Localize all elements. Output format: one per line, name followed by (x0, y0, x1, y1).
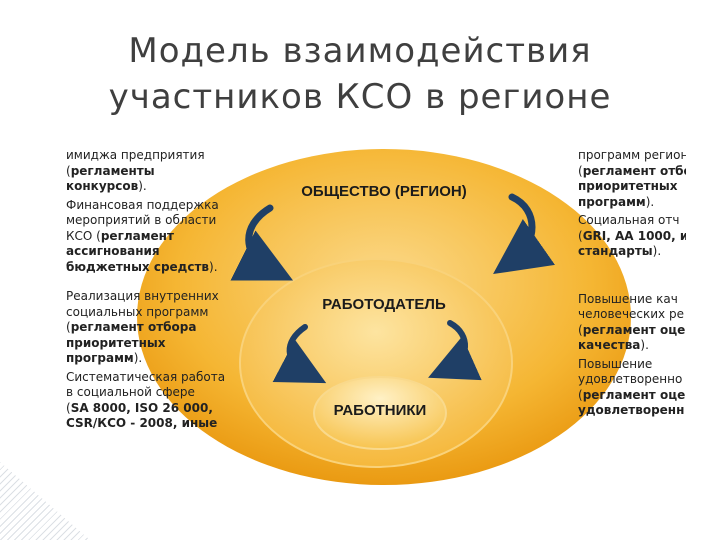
text-span: КСО ( (66, 229, 101, 243)
text-span-bold: программ (66, 351, 134, 365)
text-line: (регламент отбора (66, 320, 231, 336)
text-line: имиджа предприятия (66, 148, 231, 164)
outer-label: ОБЩЕСТВО (РЕГИОН) (301, 183, 466, 200)
text-span-bold: приоритетных (578, 179, 677, 193)
text-span-bold: бюджетных средств (66, 260, 209, 274)
text-span-bold: качества (578, 338, 640, 352)
text-line: ассигнования (66, 244, 231, 260)
text-line: (SA 8000, ISO 26 000, (66, 401, 231, 417)
text-line: мероприятий в области (66, 213, 231, 229)
left-text-column: имиджа предприятия (регламенты конкурсов… (66, 148, 231, 465)
left-item-0: имиджа предприятия (регламенты конкурсов… (66, 148, 231, 195)
text-span-bold: SA 8000, ISO 26 000, (71, 401, 213, 415)
left-item-2: • Реализация внутренних социальных прогр… (66, 289, 231, 367)
right-item-1: • Социальная отч (GRI, AA 1000, и станда… (578, 213, 686, 260)
text-span: ). (640, 338, 649, 352)
left-item-3: • Систематическая работа в социальной сф… (66, 370, 231, 432)
text-span: ). (653, 244, 662, 258)
text-line: Финансовая поддержка (66, 198, 231, 214)
text-line: программ). (578, 195, 686, 211)
text-line: человеческих ре (578, 307, 686, 323)
text-line: (регламент отбо (578, 164, 686, 180)
right-item-3: • Повышение удовлетворенно (регламент оц… (578, 357, 686, 419)
text-line: (GRI, AA 1000, и (578, 229, 686, 245)
text-span: ). (134, 351, 143, 365)
right-item-0: программ регион (регламент отбо приорите… (578, 148, 686, 210)
text-span: ). (646, 195, 655, 209)
text-line: Повышение кач (578, 292, 686, 308)
text-span-bold: GRI, AA 1000, и (583, 229, 686, 243)
text-line: бюджетных средств). (66, 260, 231, 276)
right-item-2: • Повышение кач человеческих ре (регламе… (578, 292, 686, 354)
text-span-bold: приоритетных (66, 336, 165, 350)
text-span-bold: регламент оце (583, 323, 686, 337)
text-line: конкурсов). (66, 179, 231, 195)
text-line: КСО (регламент (66, 229, 231, 245)
text-span: ). (138, 179, 147, 193)
text-line: качества). (578, 338, 686, 354)
text-line: приоритетных (578, 179, 686, 195)
text-line: социальных программ (66, 305, 231, 321)
text-line: стандарты). (578, 244, 686, 260)
text-span-bold: регламент отбо (583, 164, 686, 178)
text-span-bold: регламент отбора (71, 320, 197, 334)
right-text-column: программ регион (регламент отбо приорите… (578, 148, 686, 465)
text-span: ). (209, 260, 218, 274)
left-item-1: • Финансовая поддержка мероприятий в обл… (66, 198, 231, 276)
middle-label: РАБОТОДАТЕЛЬ (322, 296, 446, 313)
text-span-bold: регламент оце (583, 388, 686, 402)
text-line: Повышение (578, 357, 686, 373)
text-line: программ регион (578, 148, 686, 164)
text-span-bold: регламент (101, 229, 174, 243)
text-span-bold: конкурсов (66, 179, 138, 193)
text-span-bold: CSR/КСО - 2008, иные (66, 416, 217, 430)
text-span-bold: программ (578, 195, 646, 209)
text-span-bold: регламенты (71, 164, 155, 178)
text-line: (регламенты (66, 164, 231, 180)
text-line: удовлетворенн (578, 403, 686, 419)
text-line: Реализация внутренних (66, 289, 231, 305)
text-line: (регламент оце (578, 323, 686, 339)
text-line: в социальной сфере (66, 385, 231, 401)
text-line: программ). (66, 351, 231, 367)
text-line: Социальная отч (578, 213, 686, 229)
inner-label: РАБОТНИКИ (334, 402, 427, 419)
text-span-bold: удовлетворенн (578, 403, 684, 417)
text-line: удовлетворенно (578, 372, 686, 388)
text-span-bold: стандарты (578, 244, 653, 258)
text-line: CSR/КСО - 2008, иные (66, 416, 231, 432)
text-line: Систематическая работа (66, 370, 231, 386)
text-line: (регламент оце (578, 388, 686, 404)
text-line: приоритетных (66, 336, 231, 352)
text-span-bold: ассигнования (66, 244, 160, 258)
